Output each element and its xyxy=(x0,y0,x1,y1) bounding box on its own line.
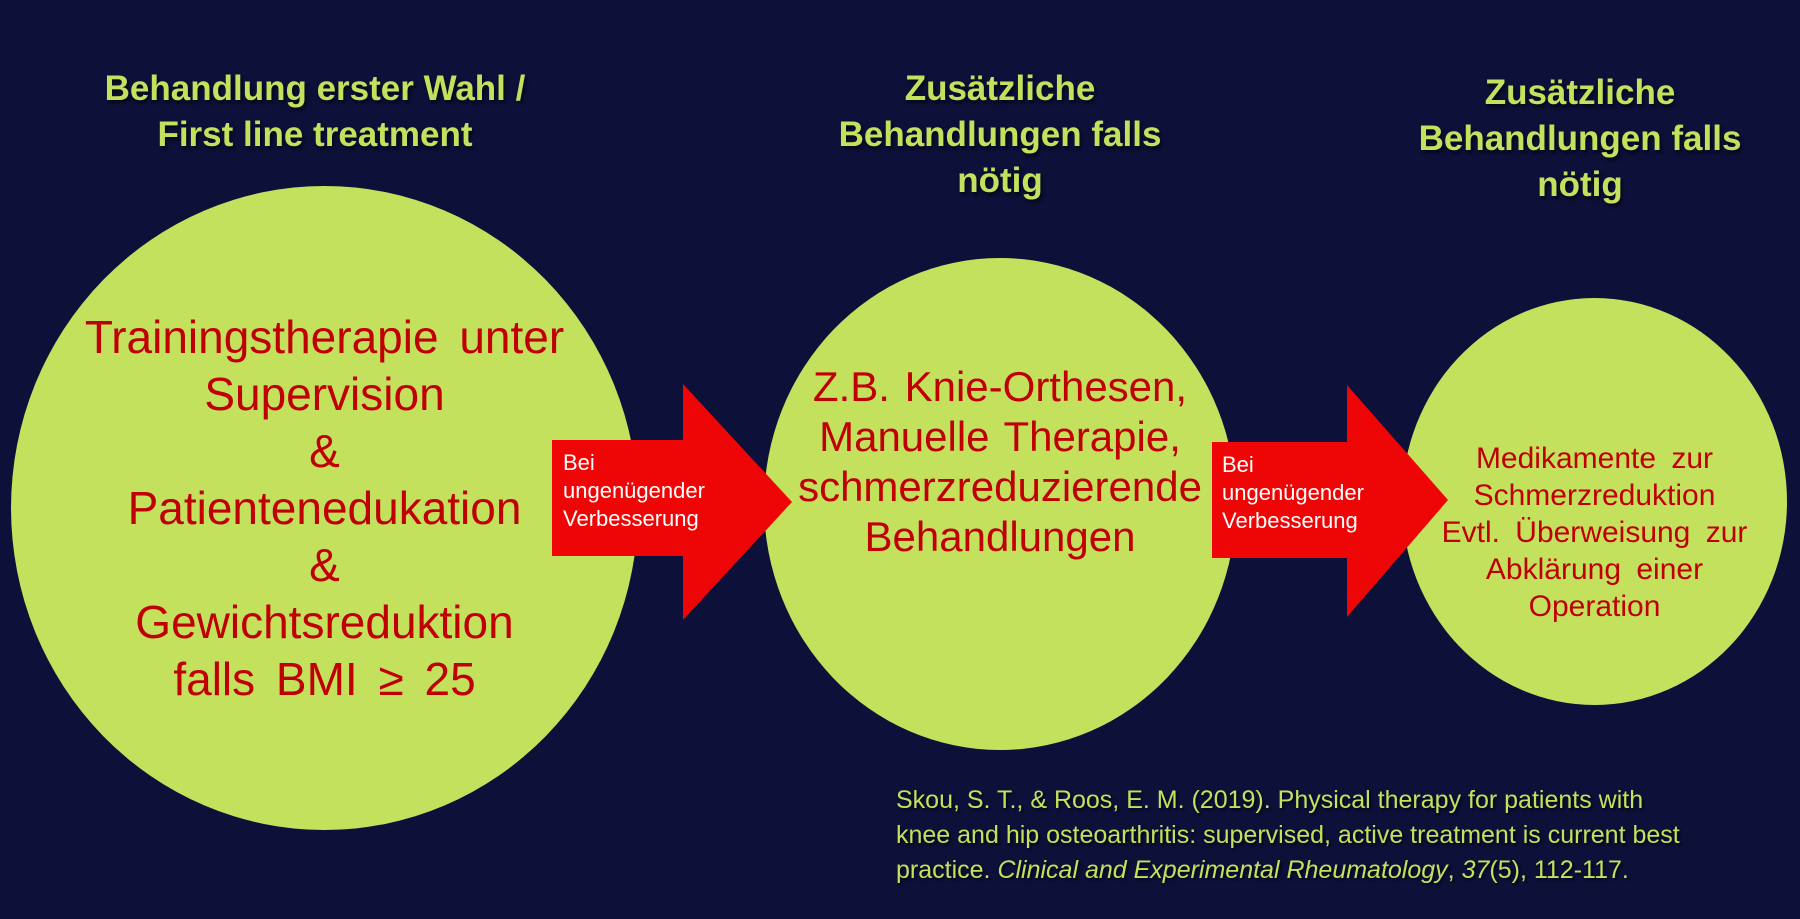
circle-first-line-treatment xyxy=(11,186,638,830)
arrow-label-insufficient-improvement-1: Bei ungenügender Verbesserung xyxy=(563,450,705,531)
circle-additional-treatments-2 xyxy=(1402,298,1787,705)
column-header-first-line-treatment: Behandlung erster Wahl / First line trea… xyxy=(104,69,526,154)
flow-arrow-shape xyxy=(552,384,792,620)
circle-text-additional-treatments-1: Z.B. Knie-Orthesen, Manuelle Therapie, s… xyxy=(798,363,1202,560)
flow-arrow-right-icon xyxy=(552,384,792,620)
column-header-additional-treatments-1: Zusätzliche Behandlungen falls nötig xyxy=(838,69,1162,200)
flow-arrow-shape xyxy=(1212,385,1448,617)
citation-line-3: practice. Clinical and Experimental Rheu… xyxy=(896,853,1796,888)
citation-line-3-separator: , xyxy=(1447,856,1462,884)
flow-arrow-right-icon xyxy=(1212,385,1448,617)
citation-journal-name: Clinical and Experimental Rheumatology xyxy=(997,856,1448,884)
arrow-label-insufficient-improvement-2: Bei ungenügender Verbesserung xyxy=(1222,452,1364,533)
citation-line-2: knee and hip osteoarthritis: supervised,… xyxy=(896,821,1680,849)
citation-line-3-suffix: (5), 112-117. xyxy=(1489,856,1629,884)
circle-text-additional-treatments-2: Medikamente zur Schmerzreduktion Evtl. Ü… xyxy=(1441,442,1748,623)
citation-volume: 37 xyxy=(1461,856,1490,884)
circle-additional-treatments-1 xyxy=(764,258,1236,750)
column-header-additional-treatments-2: Zusätzliche Behandlungen falls nötig xyxy=(1418,73,1742,204)
citation: Skou, S. T., & Roos, E. M. (2019). Physi… xyxy=(896,783,1796,888)
citation-line-3-prefix: practice. xyxy=(896,856,998,884)
circle-text-first-line-treatment: Trainingstherapie unter Supervision & Pa… xyxy=(84,311,565,705)
citation-line-1: Skou, S. T., & Roos, E. M. (2019). Physi… xyxy=(896,786,1644,814)
